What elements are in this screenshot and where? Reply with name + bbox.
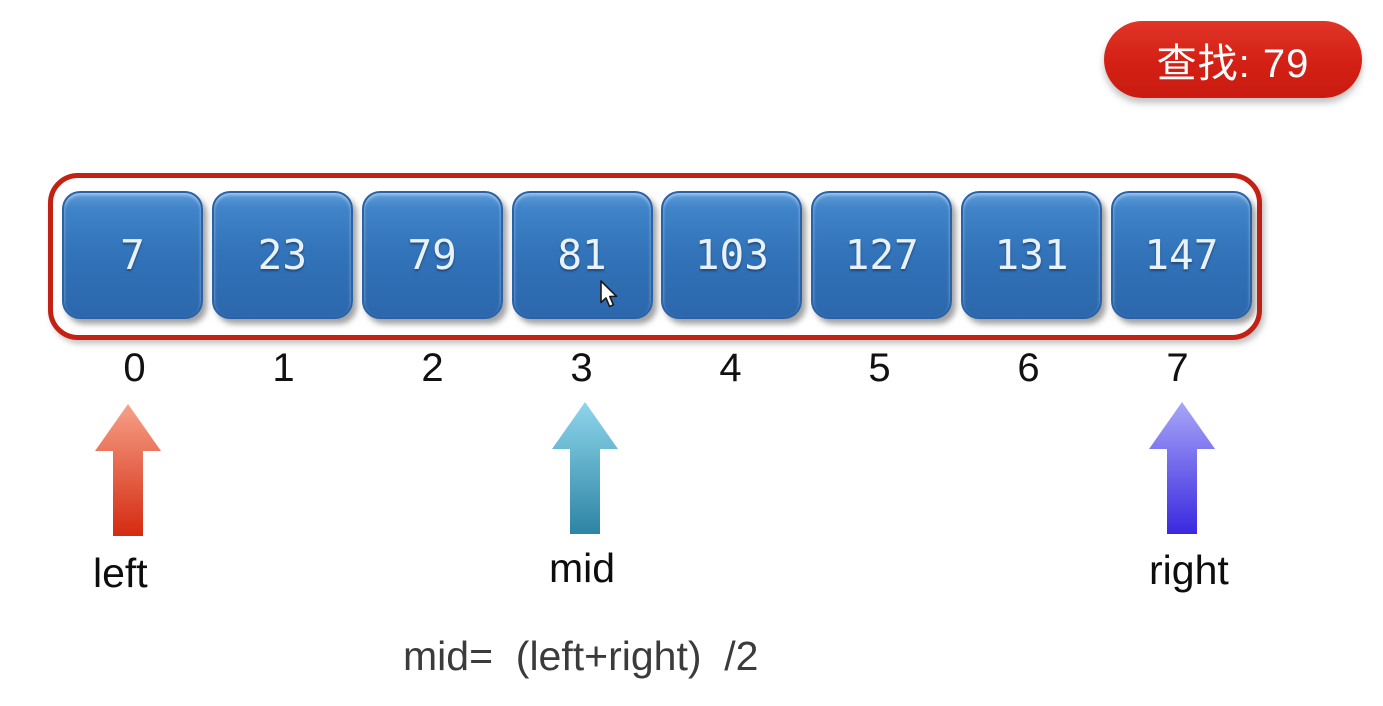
array-cell: 127 [811,191,953,319]
array-index: 3 [570,346,593,390]
array-index: 5 [868,346,891,390]
array-cells-row: 7 23 79 81 103 127 131 147 [62,191,1252,319]
mid-formula: mid= (left+right) /2 [403,633,759,679]
array-cell-value: 79 [407,231,457,279]
right-pointer-arrow-icon [1149,402,1215,534]
array-index-row: 0 1 2 3 4 5 6 7 [60,346,1252,391]
array-cell-value: 103 [694,231,769,279]
array-cell: 79 [361,191,503,319]
array-index: 2 [421,346,444,390]
array-cell: 23 [211,191,353,319]
array-index: 6 [1017,346,1040,390]
mid-pointer-arrow-icon [552,402,618,534]
array-cell: 147 [1110,191,1252,319]
array-cell-value: 131 [994,231,1069,279]
array-index: 7 [1166,346,1189,390]
array-index: 0 [123,346,146,390]
left-pointer-label: left [93,550,148,596]
array-cell: 7 [62,191,203,319]
mid-pointer-label: mid [549,545,616,591]
array-cell-value: 23 [257,231,308,279]
search-target-label: 查找: 79 [1156,41,1310,86]
left-pointer-arrow-icon [95,404,161,536]
array-cell: 81 [511,191,653,319]
array-cell: 131 [961,191,1103,319]
mouse-cursor-icon [600,280,618,308]
right-pointer-label: right [1149,547,1229,593]
array-index: 4 [719,346,742,390]
array-cell: 103 [661,191,803,319]
array-cell-value: 81 [557,231,607,279]
array-index: 1 [272,346,295,390]
array-cell-value: 7 [120,231,145,279]
array-cell-value: 147 [1144,231,1219,279]
search-target-badge: 查找: 79 [1104,21,1362,98]
array-cell-value: 127 [844,231,919,279]
